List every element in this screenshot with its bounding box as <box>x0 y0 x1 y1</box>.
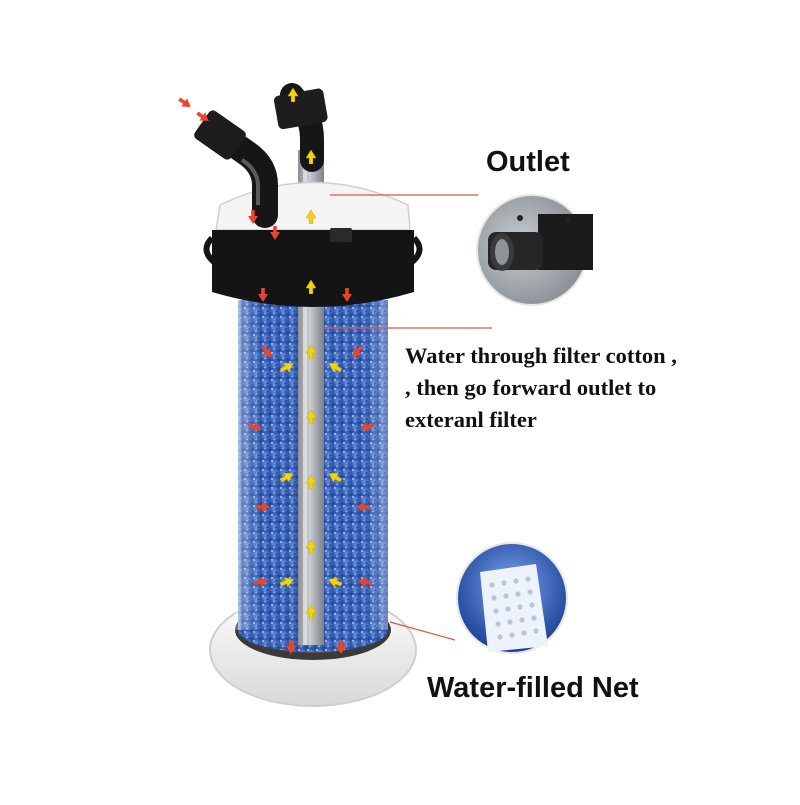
description-line: , then go forward outlet to <box>405 375 657 400</box>
outlet-elbow <box>274 83 328 172</box>
net-leader-line <box>389 621 456 641</box>
net-label: Water-filled Net <box>427 672 639 704</box>
inlet-elbow <box>194 110 278 228</box>
description-line: Water through filter cotton , <box>405 343 677 368</box>
description-text: Water through filter cotton , , then go … <box>405 340 795 436</box>
outlet-inset <box>476 194 593 306</box>
outlet-label: Outlet <box>486 146 570 178</box>
leader-lines <box>324 194 492 641</box>
net-inset <box>456 542 568 654</box>
description-line: exteranl filter <box>405 407 537 432</box>
red-arrow-icon <box>176 94 194 112</box>
